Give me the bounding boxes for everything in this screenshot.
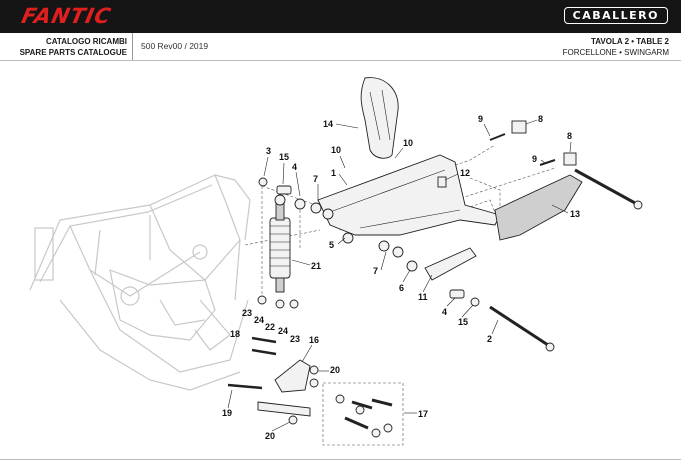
callout-8: 8 — [538, 114, 543, 124]
chain-slider-part — [424, 247, 477, 281]
linkage-rod-part — [257, 401, 311, 417]
catalogue-title-block: CATALOGO RICAMBI SPARE PARTS CATALOGUE — [0, 33, 133, 60]
swingarm-pivot-shaft — [574, 168, 643, 210]
catalogue-title-en: SPARE PARTS CATALOGUE — [19, 48, 127, 57]
callout-11: 11 — [418, 292, 428, 302]
callout-20-b: 20 — [265, 431, 275, 441]
table-name: FORCELLONE • SWINGARM — [562, 48, 669, 57]
callout-16: 16 — [309, 335, 319, 345]
callout-10-b: 10 — [403, 138, 413, 148]
callout-6: 6 — [399, 283, 404, 293]
callout-20: 20 — [330, 365, 340, 375]
callout-24: 24 — [254, 315, 264, 325]
callout-1: 1 — [331, 168, 336, 178]
callout-8-b: 8 — [567, 131, 572, 141]
callout-5: 5 — [329, 240, 334, 250]
revision-label: 500 Rev00 / 2019 — [141, 41, 209, 51]
callout-7: 7 — [313, 174, 318, 184]
callout-12: 12 — [460, 168, 470, 178]
callout-2: 2 — [487, 334, 492, 344]
callout-7-b: 7 — [373, 266, 378, 276]
callout-15: 15 — [279, 152, 289, 162]
callout-9-b: 9 — [532, 154, 537, 164]
callout-15-b: 15 — [458, 317, 468, 327]
chain-guard-part — [494, 174, 583, 241]
bottom-rule — [0, 459, 681, 460]
callout-23: 23 — [242, 308, 252, 318]
mudguard-part — [360, 77, 399, 159]
callout-13: 13 — [570, 209, 580, 219]
callout-23-b: 23 — [290, 334, 300, 344]
fantic-logo: FANTIC — [19, 4, 114, 28]
catalogue-title-it: CATALOGO RICAMBI — [45, 37, 127, 46]
swingarm-part — [317, 154, 501, 236]
callout-4-b: 4 — [442, 307, 447, 317]
table-number: TAVOLA 2 • TABLE 2 — [590, 37, 669, 46]
callout-4: 4 — [292, 162, 297, 172]
exploded-parts-diagram: 3 15 4 7 10 10 1 14 9 8 8 9 12 13 5 7 6 … — [29, 77, 643, 446]
callout-14: 14 — [323, 119, 333, 129]
linkage-rocker-part — [274, 359, 311, 393]
catalogue-header: CATALOGO RICAMBI SPARE PARTS CATALOGUE 5… — [0, 33, 681, 61]
shock-absorber-part — [269, 194, 291, 293]
callout-19: 19 — [222, 408, 232, 418]
bolts — [227, 133, 556, 390]
caballero-logo: CABALLERO — [563, 7, 668, 24]
callout-labels: 3 15 4 7 10 10 1 14 9 8 8 9 12 13 5 7 6 … — [222, 114, 580, 441]
frame-outline — [29, 174, 251, 391]
callout-18: 18 — [230, 329, 240, 339]
callout-24-b: 24 — [278, 326, 288, 336]
callout-3: 3 — [266, 146, 271, 156]
callout-10: 10 — [331, 145, 341, 155]
callout-9: 9 — [478, 114, 483, 124]
top-bar: FANTIC CABALLERO — [0, 0, 681, 33]
small-parts — [257, 120, 577, 438]
leader-lines — [227, 119, 572, 432]
table-title-block: TAVOLA 2 • TABLE 2 FORCELLONE • SWINGARM — [563, 36, 669, 58]
callout-17: 17 — [418, 409, 428, 419]
callout-22: 22 — [265, 322, 275, 332]
rear-axle-part — [489, 305, 555, 352]
callout-21: 21 — [311, 261, 321, 271]
